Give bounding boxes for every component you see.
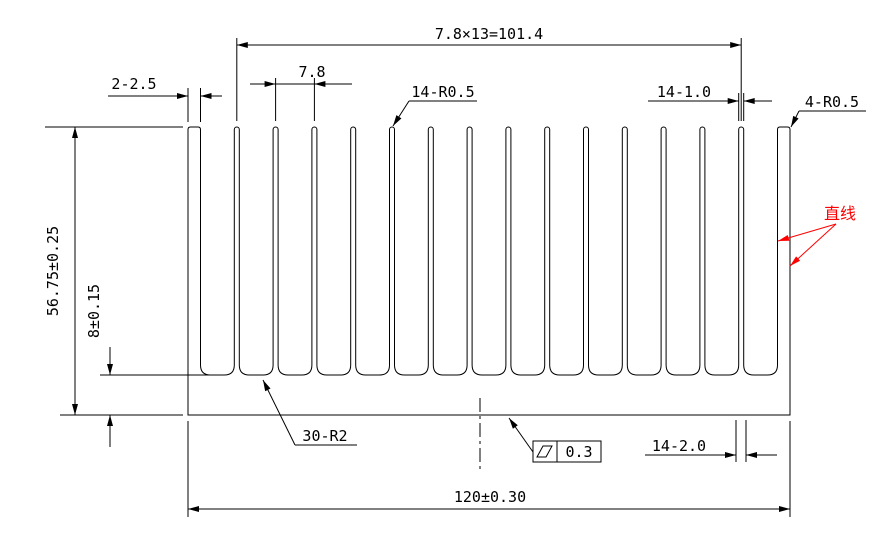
dim-label-fin-thickness: 14-1.0 <box>657 83 711 101</box>
dim-label-fin-pitch-total: 7.8×13=101.4 <box>435 25 543 43</box>
leader-line <box>790 110 800 128</box>
dim-label-corner-radius: 4-R0.5 <box>805 93 859 111</box>
leader-line <box>392 100 410 127</box>
feature-control-frame <box>532 440 602 463</box>
dim-label-fin-tip-radius: 14-R0.5 <box>411 83 474 101</box>
dim-label-end-fin-thickness: 2-2.5 <box>111 75 156 93</box>
flatness-callout: 0.3 <box>508 417 602 463</box>
flatness-symbol-icon <box>536 445 553 458</box>
leader-line-red <box>777 223 837 242</box>
callout-straightness: 直线 <box>777 204 856 267</box>
straightness-label: 直线 <box>824 204 856 223</box>
dim-slot-width: 14-2.0 <box>645 420 777 462</box>
leader-root-radius: 30-R2 <box>262 379 357 446</box>
flatness-value: 0.3 <box>565 443 592 461</box>
dim-label-slot-width: 14-2.0 <box>652 437 706 455</box>
dim-base-thickness: 8±0.15 <box>85 284 212 447</box>
dim-label-overall-width: 120±0.30 <box>454 488 526 506</box>
dim-fin-pitch: 7.8 <box>250 63 352 121</box>
dim-label-root-radius: 30-R2 <box>302 427 347 445</box>
dim-label-base-thickness: 8±0.15 <box>85 284 103 338</box>
dim-end-fin-thickness: 2-2.5 <box>108 75 222 122</box>
dim-fin-pitch-total: 7.8×13=101.4 <box>236 25 742 121</box>
leader-fin-tip-radius: 14-R0.5 <box>392 83 477 127</box>
leader-line-red <box>789 223 837 267</box>
leader-line <box>508 417 534 453</box>
dim-overall-width: 120±0.30 <box>187 421 791 517</box>
dim-label-overall-height: 56.75±0.25 <box>44 226 62 316</box>
dim-overall-height: 56.75±0.25 <box>44 126 183 416</box>
leader-corner-radius: 4-R0.5 <box>790 93 866 128</box>
dim-label-fin-pitch: 7.8 <box>298 63 325 81</box>
leader-line <box>262 379 296 446</box>
dim-fin-thickness: 14-1.0 <box>648 83 772 121</box>
heatsink-profile <box>187 126 791 416</box>
